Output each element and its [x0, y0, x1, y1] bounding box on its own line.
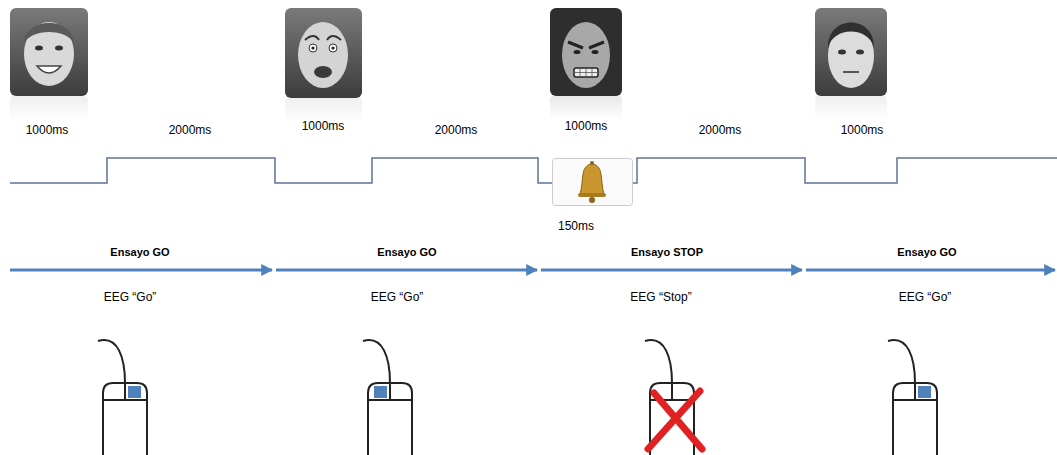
trial-label: Ensayo GO: [110, 246, 169, 259]
duration-label: 1000ms: [841, 123, 884, 137]
duration-label: 1000ms: [302, 119, 345, 133]
duration-label: 150ms: [558, 219, 594, 233]
mouse-icon: [363, 340, 412, 455]
eeg-label: EEG “Go”: [899, 290, 952, 304]
duration-label: 2000ms: [435, 123, 478, 137]
mouse-icon: [98, 340, 147, 455]
mouse-icon: [645, 340, 702, 455]
trial-label: Ensayo STOP: [631, 246, 703, 259]
bell-icon: [553, 159, 633, 206]
timing-signal: [10, 158, 1057, 183]
face-photo: [285, 8, 362, 122]
mouse-icon: [888, 340, 937, 455]
eeg-label: EEG “Go”: [371, 290, 424, 304]
face-photo: [815, 8, 887, 120]
eeg-label: EEG “Stop”: [630, 290, 691, 304]
eeg-label: EEG “Go”: [104, 290, 157, 304]
face-photo: [550, 8, 622, 120]
trial-label: Ensayo GO: [377, 246, 436, 259]
trial-arrow: [10, 269, 1055, 272]
duration-label: 2000ms: [699, 123, 742, 137]
face-photo: [10, 8, 88, 122]
duration-label: 1000ms: [565, 119, 608, 133]
duration-label: 1000ms: [26, 123, 69, 137]
trial-label: Ensayo GO: [897, 246, 956, 259]
duration-label: 2000ms: [169, 123, 212, 137]
